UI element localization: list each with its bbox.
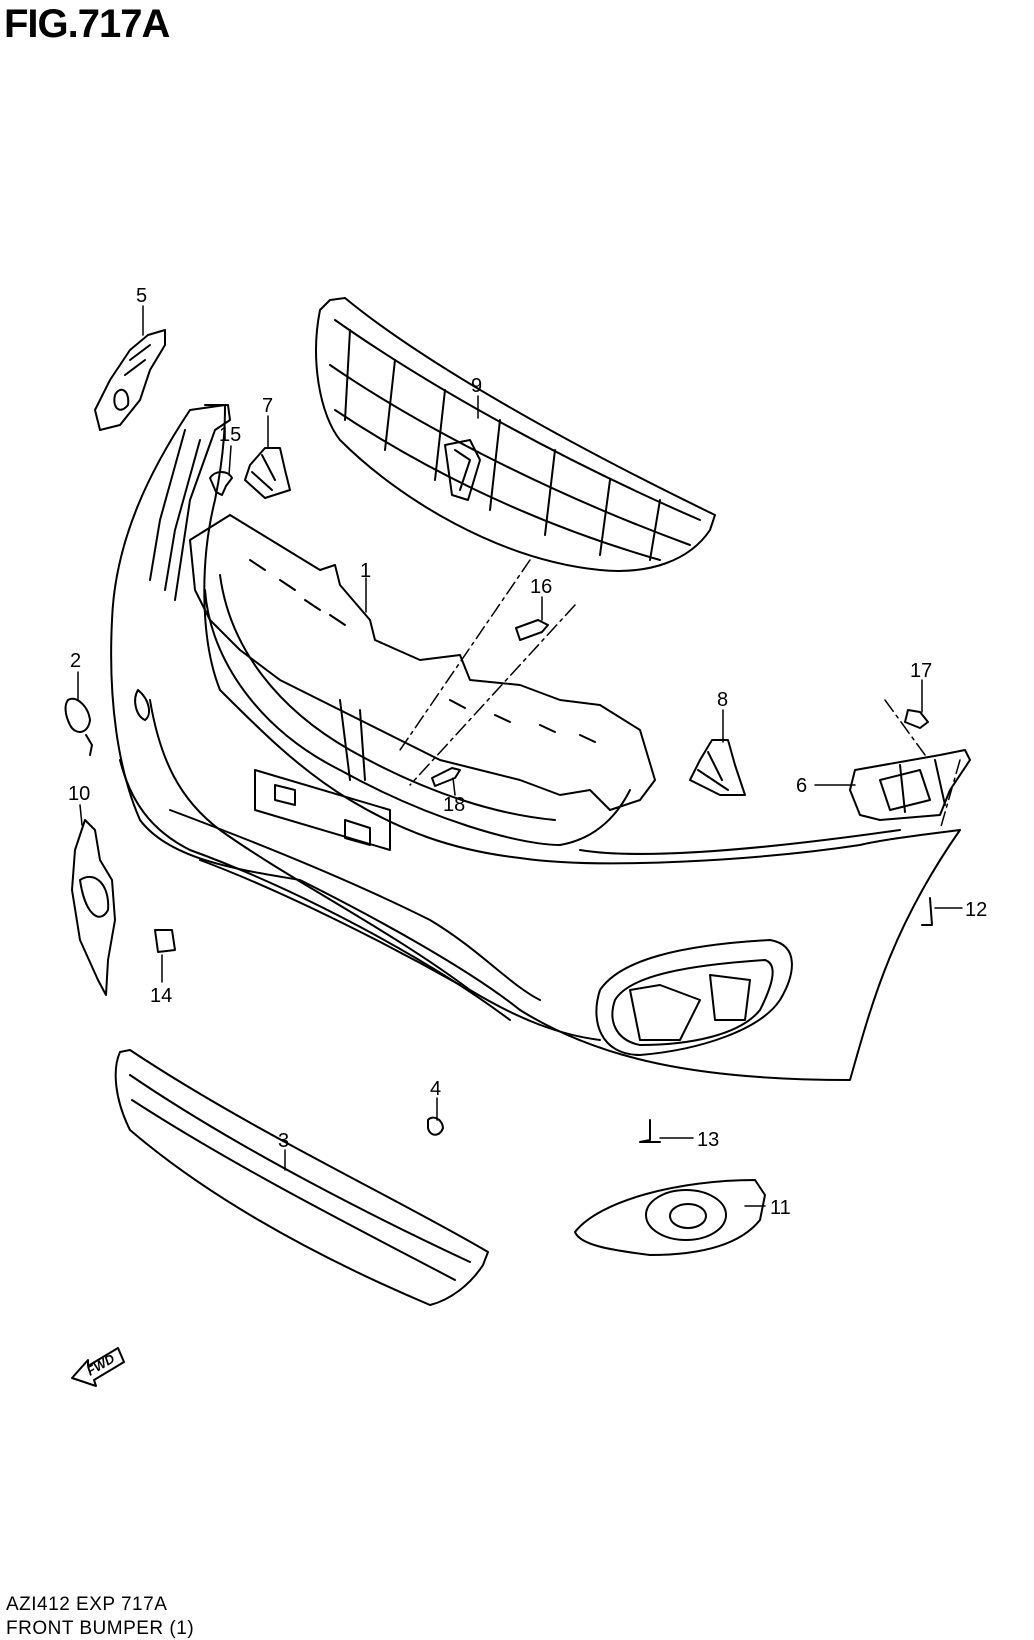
- part-reinforcement-frame: [189, 514, 656, 846]
- part-bracket-8: [689, 739, 746, 796]
- part-side-cover: [71, 819, 116, 996]
- callout-10: 10: [68, 783, 90, 805]
- callout-7: 7: [262, 395, 273, 417]
- callout-13: 13: [697, 1129, 719, 1151]
- fwd-label: FWD: [84, 1351, 118, 1379]
- callout-18: 18: [443, 794, 465, 816]
- callout-16: 16: [530, 576, 552, 598]
- callout-2: 2: [70, 650, 81, 672]
- callout-15: 15: [219, 424, 241, 446]
- callout-5: 5: [136, 285, 147, 307]
- part-upper-grille: [315, 297, 716, 572]
- figure-title: FIG.717A: [4, 2, 170, 46]
- callout-14: 14: [150, 985, 172, 1007]
- part-bracket-right: [849, 749, 971, 821]
- part-foglamp-bezel: [574, 1179, 766, 1256]
- callout-6: 6: [796, 775, 807, 797]
- callout-9: 9: [471, 375, 482, 397]
- callout-17: 17: [910, 660, 932, 682]
- callout-labels: 1 2 3 4 5 6 7 8 9 10 11 12 13 14 15 16 1…: [68, 285, 987, 1219]
- part-bracket-left: [94, 329, 166, 431]
- footer-name: FRONT BUMPER (1): [6, 1618, 195, 1639]
- callout-1: 1: [360, 560, 371, 582]
- part-cap: [64, 697, 93, 756]
- part-lower-grille: [114, 1049, 489, 1306]
- leader-lines: [77, 305, 963, 1207]
- callout-11: 11: [770, 1197, 791, 1219]
- callout-3: 3: [278, 1130, 289, 1152]
- part-bracket-7: [244, 447, 291, 499]
- callout-4: 4: [430, 1078, 441, 1100]
- part-bumper-cover: [110, 404, 961, 1081]
- callout-12: 12: [965, 899, 987, 921]
- callout-8: 8: [717, 689, 728, 711]
- footer-code: AZI412 EXP 717A: [6, 1594, 168, 1615]
- fwd-arrow-icon: FWD: [71, 1347, 125, 1387]
- alignment-lines: [399, 559, 961, 831]
- fasteners: [154, 471, 933, 1143]
